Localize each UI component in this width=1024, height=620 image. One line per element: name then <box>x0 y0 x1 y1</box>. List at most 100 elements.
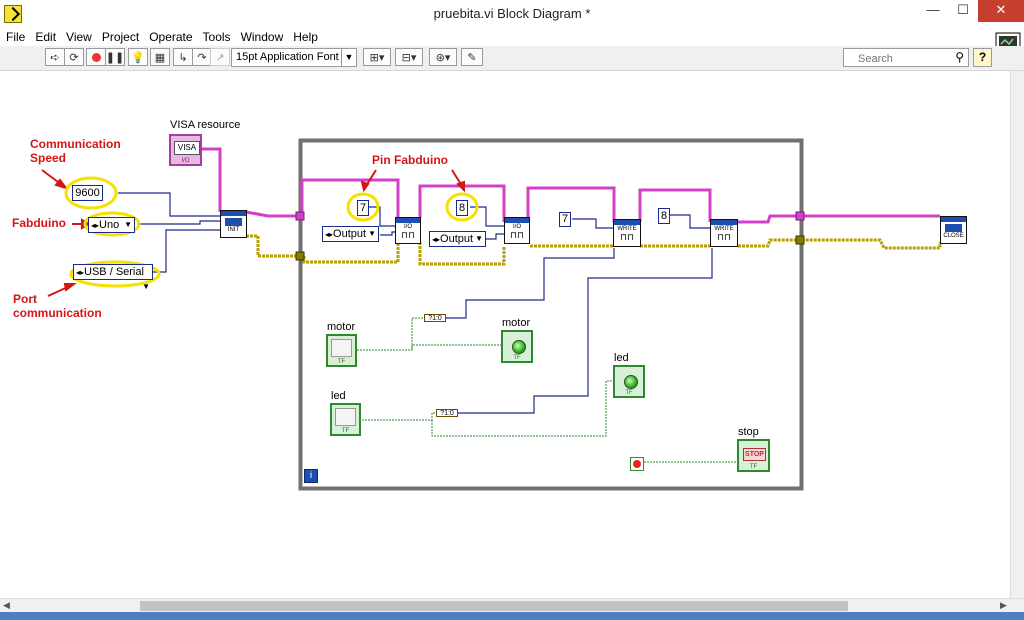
boolean-wire <box>357 317 739 463</box>
text-settings-dropdown[interactable]: 15pt Application Font ▼ <box>231 48 357 67</box>
run-continuously-icon[interactable]: ⟳ <box>64 48 84 66</box>
led-icon <box>624 375 638 389</box>
loop-iteration-terminal[interactable]: i <box>304 469 318 483</box>
step-out-icon[interactable]: ↗ <box>210 48 230 66</box>
search-icon[interactable]: ⚲ <box>955 50 964 64</box>
arduino-write-node-2[interactable]: WRITE ⊓⊓ <box>710 219 738 247</box>
menu-help[interactable]: Help <box>293 30 318 44</box>
motor-led-indicator[interactable]: TF <box>501 330 533 363</box>
title-bar: pruebita.vi Block Diagram * — ☐ ✕ <box>0 0 1024 28</box>
maximize-button[interactable]: ☐ <box>957 2 969 17</box>
led-icon <box>512 340 526 354</box>
error-tunnel-in <box>295 251 305 261</box>
chevron-down-icon: ▼ <box>124 220 132 229</box>
pin-constant-8[interactable]: 8 <box>456 200 468 216</box>
node-header <box>941 217 966 222</box>
toggle-switch-icon <box>331 339 352 357</box>
board-type-enum[interactable]: ◂▸Uno▼ <box>88 217 135 233</box>
step-over-icon[interactable]: ↷ <box>192 48 212 66</box>
baud-rate-constant[interactable]: 9600 <box>72 185 103 201</box>
write-pin-constant-8[interactable]: 8 <box>658 208 670 224</box>
error-tunnel-out <box>795 235 805 245</box>
menu-operate[interactable]: Operate <box>149 30 193 44</box>
motor-toggle-control[interactable]: TF <box>326 334 357 367</box>
highlight-execution-icon[interactable]: 💡 <box>128 48 148 66</box>
horizontal-scrollbar[interactable]: ◀ ▶ <box>0 598 1024 613</box>
scroll-right-icon[interactable]: ▶ <box>1000 600 1007 610</box>
close-button[interactable]: ✕ <box>978 0 1024 22</box>
arduino-init-node[interactable]: INIT <box>220 210 247 238</box>
distribute-objects-icon[interactable]: ⊟▾ <box>395 48 423 66</box>
block-diagram-canvas[interactable]: VISA resource VISA I/O Communication Spe… <box>0 71 1010 598</box>
menu-window[interactable]: Window <box>240 30 284 44</box>
connection-type-value: USB / Serial <box>84 266 144 278</box>
bool-to-int-2[interactable]: ?1:0 <box>436 409 458 417</box>
align-objects-icon[interactable]: ⊞▾ <box>363 48 391 66</box>
pulse-icon: ⊓⊓ <box>509 230 525 240</box>
arduino-close-node[interactable]: CLOSE <box>940 216 967 244</box>
menu-view[interactable]: View <box>66 30 92 44</box>
motor-control-label: motor <box>327 321 356 333</box>
run-arrow-icon[interactable]: ➪ <box>45 48 65 66</box>
led-led-indicator[interactable]: TF <box>613 365 645 398</box>
write-node-label: WRITE <box>714 226 734 232</box>
numeric-wire <box>118 192 713 414</box>
minimize-button[interactable]: — <box>926 2 940 17</box>
tf-badge: TF <box>337 359 346 365</box>
visa-constant-value: VISA <box>174 141 200 155</box>
toggle-switch-icon <box>335 408 356 426</box>
vertical-scrollbar[interactable] <box>1010 71 1024 598</box>
annotation-fabduino: Fabduino <box>12 216 66 230</box>
abort-icon[interactable] <box>86 48 106 66</box>
horizontal-scroll-thumb[interactable] <box>140 601 848 611</box>
enum-arrows-icon: ◂▸ <box>76 268 85 277</box>
context-help-button[interactable]: ? <box>973 48 992 67</box>
arduino-io-node-1[interactable]: I/O ⊓⊓ <box>395 217 421 244</box>
write-node-label: WRITE <box>617 226 637 232</box>
pin-constant-7[interactable]: 7 <box>357 200 369 216</box>
io-badge: I/O <box>181 158 190 164</box>
stop-button-face: STOP <box>743 448 766 461</box>
arduino-write-node-1[interactable]: WRITE ⊓⊓ <box>613 219 641 247</box>
menu-file[interactable]: File <box>6 30 26 44</box>
led-indicator-label: led <box>614 352 629 364</box>
visa-tunnel-in <box>295 211 305 221</box>
motor-indicator-label: motor <box>502 317 531 329</box>
pin-mode-enum-2[interactable]: ◂▸Output▼ <box>429 231 486 247</box>
reorder-icon[interactable]: ⊛▾ <box>429 48 457 66</box>
font-label: 15pt Application Font <box>236 51 339 63</box>
search-input[interactable] <box>856 50 955 67</box>
enum-arrows-icon: ◂▸ <box>91 221 100 230</box>
pause-icon[interactable]: ❚❚ <box>105 48 125 66</box>
menu-project[interactable]: Project <box>101 30 140 44</box>
menu-edit[interactable]: Edit <box>35 30 57 44</box>
node-header <box>396 218 420 223</box>
arduino-io-node-2[interactable]: I/O ⊓⊓ <box>504 217 530 244</box>
scroll-left-icon[interactable]: ◀ <box>3 600 10 610</box>
step-into-icon[interactable]: ↳ <box>173 48 193 66</box>
retain-wire-values-icon[interactable]: ▦ <box>150 48 170 66</box>
visa-resource-constant[interactable]: VISA I/O <box>169 134 202 166</box>
status-bar <box>0 612 1024 620</box>
write-pin-constant-7[interactable]: 7 <box>559 212 571 227</box>
diagram-wires <box>41 138 942 491</box>
pulse-icon: ⊓⊓ <box>716 232 732 242</box>
visa-wire <box>202 147 940 224</box>
chevron-down-icon: ▼ <box>341 49 356 66</box>
error-wire <box>246 234 942 266</box>
clean-up-diagram-icon[interactable]: ✎ <box>461 48 483 66</box>
led-toggle-control[interactable]: TF <box>330 403 361 436</box>
menu-tools[interactable]: Tools <box>202 30 231 44</box>
connection-type-enum[interactable]: ◂▸USB / Serial▼ <box>73 264 153 291</box>
search-box[interactable]: ⚲ <box>843 48 969 67</box>
bool-to-int-1[interactable]: ?1:0 <box>424 314 446 322</box>
labview-app-icon[interactable] <box>4 5 22 23</box>
pin-mode-enum-1[interactable]: ◂▸Output▼ <box>322 226 379 242</box>
tf-badge: TF <box>625 390 633 396</box>
tf-badge: TF <box>513 355 521 361</box>
toolbar: ➪ ⟳ ❚❚ 💡 ▦ ↳ ↷ ↗ 15pt Application Font ▼… <box>0 46 1024 71</box>
loop-condition-terminal[interactable] <box>630 457 644 471</box>
chevron-down-icon: ▼ <box>475 234 483 243</box>
menu-items: File Edit View Project Operate Tools Window Hel… <box>1 28 323 46</box>
stop-button-control[interactable]: STOP TF <box>737 439 770 472</box>
